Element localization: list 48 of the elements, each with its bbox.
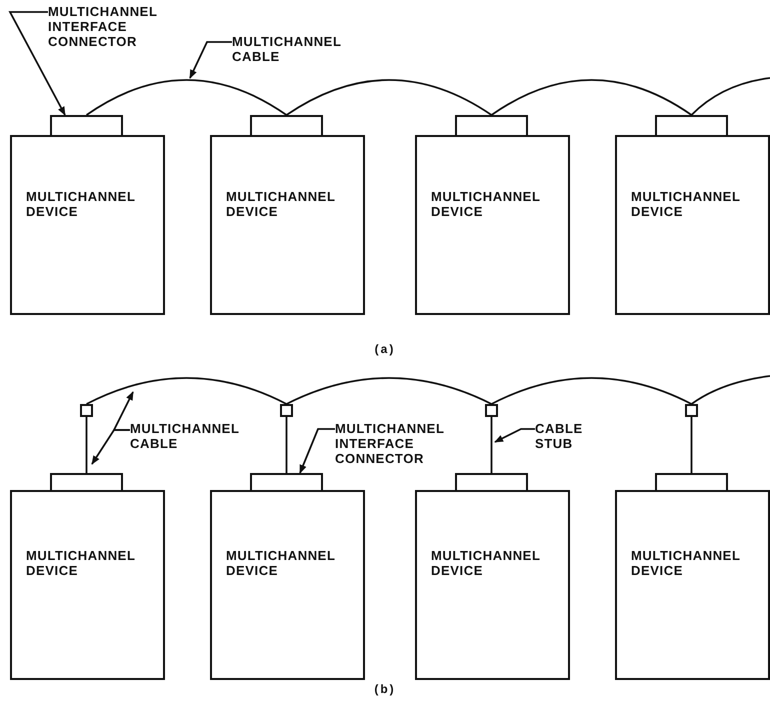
cable-tap [280, 404, 293, 417]
callout-text: MULTICHANNEL INTERFACE CONNECTOR [335, 421, 446, 466]
cable-line [491, 79, 692, 116]
device-label: MULTICHANNEL DEVICE [226, 548, 336, 578]
cable-line [491, 377, 692, 405]
device-label: MULTICHANNEL DEVICE [226, 189, 336, 219]
device-box [615, 135, 770, 315]
device-box [415, 490, 570, 680]
callout-text: MULTICHANNEL CABLE [232, 34, 342, 64]
callout-text: CABLE STUB [535, 421, 584, 451]
cable-tap [485, 404, 498, 417]
cable-stub [490, 417, 492, 473]
cable-line [690, 77, 770, 116]
cable-line [86, 377, 287, 405]
callout-text: MULTICHANNEL INTERFACE CONNECTOR [48, 4, 158, 49]
cable-stub [286, 417, 288, 473]
device-label: MULTICHANNEL DEVICE [26, 189, 136, 219]
leader-line [189, 41, 232, 79]
cable-line [86, 79, 287, 116]
device-label: MULTICHANNEL DEVICE [631, 548, 742, 578]
interface-connector [455, 115, 528, 137]
device-box [615, 490, 770, 680]
device-box [10, 490, 165, 680]
cable-line [691, 375, 770, 405]
cable-tap [80, 404, 93, 417]
device-label: MULTICHANNEL DEVICE [431, 548, 542, 578]
interface-connector [250, 115, 323, 137]
cable-stub [690, 417, 692, 473]
device-label: MULTICHANNEL DEVICE [631, 189, 742, 219]
interface-connector [50, 115, 123, 137]
leader-line [299, 428, 335, 474]
cable-line [286, 79, 492, 116]
leader-line [494, 428, 535, 443]
leader-line [112, 391, 134, 431]
device-box [210, 490, 365, 680]
device-box [10, 135, 165, 315]
panel-caption: (b) [374, 682, 396, 696]
panel-caption: (a) [374, 342, 396, 356]
device-label: MULTICHANNEL DEVICE [26, 548, 136, 578]
callout-text: MULTICHANNEL CABLE [130, 421, 240, 451]
device-label: MULTICHANNEL DEVICE [431, 189, 542, 219]
interface-connector [655, 115, 728, 137]
device-box [415, 135, 570, 315]
cable-tap [685, 404, 698, 417]
cable-stub [86, 417, 88, 473]
cable-line [286, 377, 492, 405]
device-box [210, 135, 365, 315]
leader-line [8, 11, 66, 116]
